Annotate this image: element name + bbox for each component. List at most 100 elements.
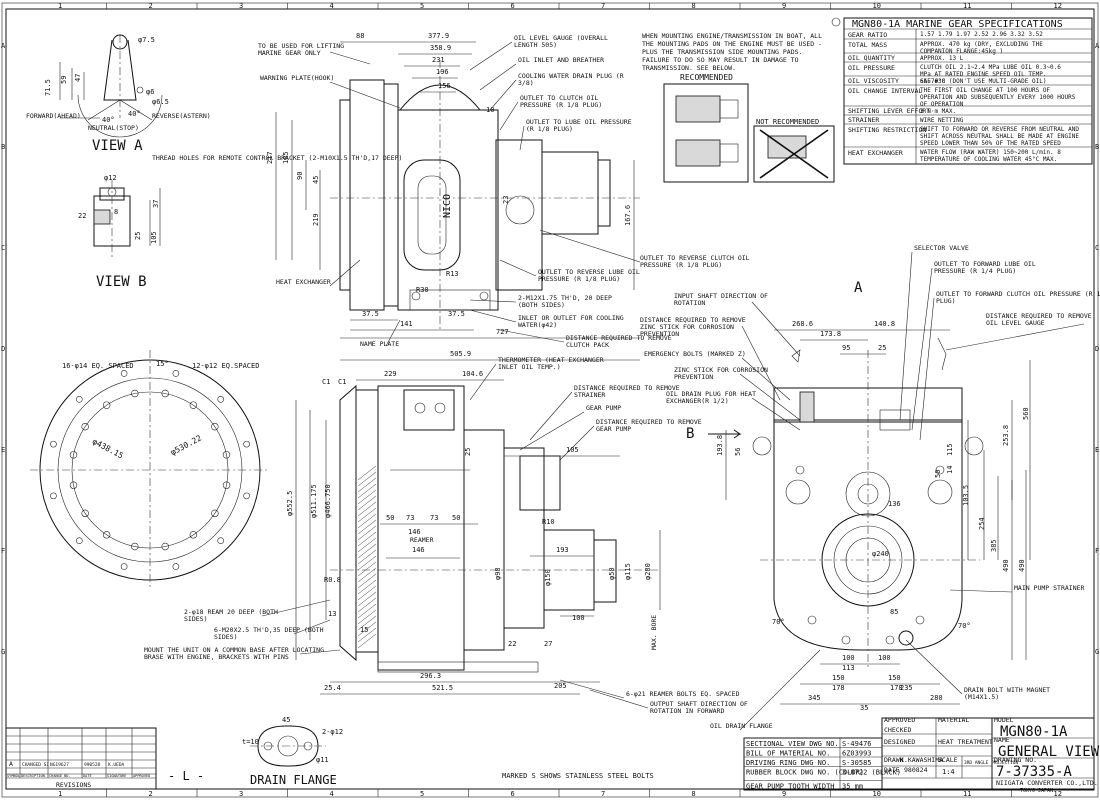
spec-row-value: APPROX. 13 L (920, 55, 964, 62)
tb-scale-label: SCALE (938, 756, 958, 764)
side-dim: 73 (406, 514, 414, 522)
view-a-dim: 40° (102, 116, 115, 124)
revision-header: APPROVED (133, 774, 150, 778)
tb-dwg-no: 7-37335-A (996, 764, 1072, 780)
grid-row-label: B (1095, 143, 1099, 151)
end-dim: 235 (900, 684, 913, 692)
bom-value: S-30585 (842, 759, 872, 767)
end-dim: 253.8 (1002, 425, 1010, 446)
flange-hole-12 (172, 370, 180, 377)
end-dim: 56 (734, 448, 742, 456)
end-dim: 268.6 (792, 320, 813, 328)
view-b-dim: 8 (114, 208, 118, 216)
tb-proj: 3RD ANGLE PROJECTION (964, 760, 1018, 766)
spec-row-value: SHIFT TO FORWARD OR REVERSE FROM NEUTRAL… (920, 126, 1079, 147)
end-dim: 70° (772, 618, 785, 626)
top-dim: 45 (312, 176, 320, 184)
end-dim: 103.5 (962, 485, 970, 506)
tb-drawn-by: K.KAWASHIMA (900, 756, 943, 764)
view-a: φ7.5 φ6 φ6.5 71.5 59 47 40° 40° FORWARD(… (26, 34, 211, 154)
grid-col-label: 5 (420, 2, 424, 10)
grid-col-label: 12 (1054, 2, 1062, 10)
tb-company: NIIGATA CONVERTER CO.,LTD. (996, 779, 1098, 787)
grid-col-label: 6 (511, 2, 515, 10)
grid-col-label: 11 (963, 2, 971, 10)
flange-face-view: 16-φ14 EQ. SPACED 12-φ12 EQ.SPACED 15° φ… (30, 350, 270, 590)
top-dim: 231 (432, 56, 445, 64)
view-b-dim: 37 (152, 200, 160, 208)
flange-hole-12 (120, 563, 128, 570)
flange-hole-16 (69, 451, 78, 459)
drain-dim: t=10 (242, 738, 259, 746)
holes-16-label: 16-φ14 EQ. SPACED (62, 362, 134, 370)
drain-dim: 45 (282, 716, 290, 724)
flange-hole-16 (161, 389, 169, 398)
end-bolt (807, 615, 817, 625)
side-dim: 22 (508, 640, 516, 648)
side-view-callout: MOUNT THE UNIT ON A COMMON BASE AFTER LO… (144, 646, 324, 661)
spec-row-label: HEAT EXCHANGER (848, 149, 903, 157)
side-dim: 25.4 (324, 684, 341, 692)
flange-hole-16 (189, 401, 198, 409)
top-dim: 727 (496, 328, 509, 336)
grid-col-label: 10 (873, 790, 881, 798)
view-b-dim: 22 (78, 212, 86, 220)
drain-dim: 2-φ12 (322, 728, 343, 736)
view-a-dim: φ7.5 (138, 36, 155, 44)
end-dim: 178 (832, 684, 845, 692)
spec-row-value: 1.57 1.79 1.97 2.52 2.96 3.32 3.52 (920, 31, 1043, 38)
spec-row-label: OIL CHANGE INTERVAL (848, 87, 922, 95)
bom-label: SECTIONAL VIEW DWG NO. (746, 740, 839, 748)
top-dim: 358.9 (430, 44, 451, 52)
side-dim: φ280 (644, 563, 652, 580)
revisions-title: REVISIONS (56, 781, 91, 789)
footer-note: MARKED S SHOWS STAINLESS STEEL BOLTS (502, 772, 654, 780)
tb-material: MATERIAL (938, 716, 969, 724)
grid-col-label: 4 (330, 790, 334, 798)
grid-row-label: F (1, 547, 5, 555)
flange-hole-16 (131, 542, 139, 551)
top-view-callout: OIL INLET AND BREATHER (518, 56, 604, 64)
tb-drawn: DRAWN (884, 756, 904, 764)
grid-col-label: 4 (330, 2, 334, 10)
end-dim: 113 (842, 664, 855, 672)
bom-label: DRIVING RING DWG NO. (746, 759, 830, 767)
mounting-note-text: WHEN MOUNTING ENGINE/TRANSMISSION IN BOA… (642, 32, 822, 72)
revision-symbol: A (9, 760, 13, 768)
side-dim: φ511.175 (310, 484, 318, 518)
flange-hole-16 (222, 481, 231, 489)
end-dim: 173.8 (820, 330, 841, 338)
end-dim: 193.8 (716, 435, 724, 456)
top-dim: 141 (400, 320, 413, 328)
top-dim: 88 (356, 32, 364, 40)
end-view-callout: OUTLET TO FORWARD CLUTCH OIL PRESSURE (R… (936, 290, 1100, 305)
side-view (330, 384, 660, 673)
top-view-callout: HEAT EXCHANGER (276, 278, 331, 286)
forward-label: FORWARD(AHEAD) (26, 112, 81, 120)
grid-row-label: C (1095, 244, 1099, 252)
grid-row-label: D (1095, 345, 1099, 353)
spec-table: MGN80-1A MARINE GEAR SPECIFICATIONS GEAR… (843, 17, 1093, 165)
side-dim: φ150 (544, 569, 552, 586)
bom-value: 6Z03993 (842, 750, 872, 758)
tb-model: MGN80-1A (1000, 724, 1068, 740)
spec-row-value: 3 N·m MAX. (920, 108, 956, 115)
end-dim: 70° (958, 622, 971, 630)
revision-header: SYMBOL (7, 774, 20, 778)
end-dim: 385 (990, 539, 998, 552)
tb-checked: CHECKED (884, 726, 911, 734)
arrow-a-label: A (854, 280, 863, 296)
mounting-note: WHEN MOUNTING ENGINE/TRANSMISSION IN BOA… (642, 17, 841, 183)
grid-row-label: G (1095, 648, 1099, 656)
